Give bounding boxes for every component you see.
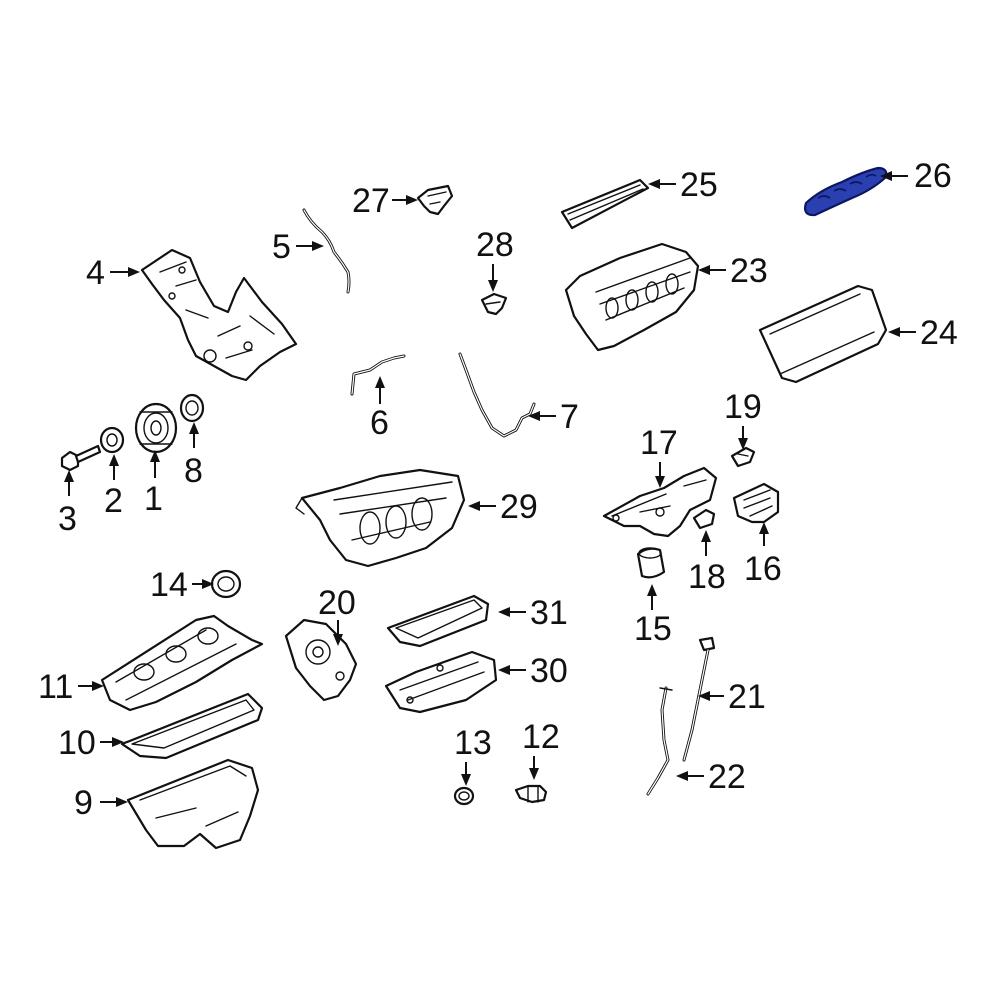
- callout-5[interactable]: 5: [272, 228, 324, 266]
- svg-text:7: 7: [560, 398, 579, 436]
- svg-text:25: 25: [680, 166, 718, 204]
- callout-24[interactable]: 24: [888, 314, 958, 352]
- svg-text:19: 19: [724, 388, 762, 426]
- part-16-oil-cooler[interactable]: [732, 482, 780, 524]
- part-3-bolt[interactable]: [60, 444, 102, 472]
- svg-text:6: 6: [370, 404, 389, 442]
- svg-text:12: 12: [522, 718, 560, 756]
- svg-text:15: 15: [634, 610, 672, 648]
- svg-text:2: 2: [104, 482, 123, 520]
- part-1-pulley[interactable]: [134, 402, 178, 454]
- part-17-housing[interactable]: [602, 466, 718, 538]
- callout-28[interactable]: 28: [476, 226, 514, 292]
- callout-19[interactable]: 19: [724, 388, 762, 450]
- svg-text:22: 22: [708, 758, 746, 796]
- svg-text:18: 18: [688, 558, 726, 596]
- svg-text:3: 3: [58, 500, 77, 538]
- svg-text:29: 29: [500, 488, 538, 526]
- svg-text:26: 26: [914, 157, 952, 195]
- callout-18[interactable]: 18: [688, 530, 726, 596]
- part-8-seal[interactable]: [179, 393, 205, 423]
- callout-16[interactable]: 16: [744, 522, 782, 588]
- callout-7[interactable]: 7: [528, 398, 579, 436]
- svg-text:27: 27: [352, 182, 390, 220]
- callout-1[interactable]: 1: [144, 450, 163, 518]
- part-23-valve-cover[interactable]: [564, 242, 700, 352]
- callout-29[interactable]: 29: [468, 488, 538, 526]
- svg-text:21: 21: [728, 678, 766, 716]
- part-24-engine-cover[interactable]: [758, 284, 888, 384]
- svg-text:14: 14: [150, 566, 188, 604]
- callout-22[interactable]: 22: [676, 758, 746, 796]
- callout-8[interactable]: 8: [184, 422, 203, 490]
- svg-text:16: 16: [744, 550, 782, 588]
- callout-30[interactable]: 30: [498, 652, 568, 690]
- svg-text:28: 28: [476, 226, 514, 264]
- part-25-cover-strip[interactable]: [560, 178, 650, 230]
- svg-text:30: 30: [530, 652, 568, 690]
- svg-text:11: 11: [38, 668, 73, 706]
- part-15-oil-filter[interactable]: [636, 547, 666, 579]
- callout-3[interactable]: 3: [58, 470, 77, 538]
- part-6-tube[interactable]: [350, 354, 406, 396]
- callout-13[interactable]: 13: [454, 724, 492, 786]
- callout-4[interactable]: 4: [86, 254, 140, 292]
- part-22-dipstick-tube[interactable]: [646, 686, 673, 796]
- part-5-gasket-wire[interactable]: [302, 208, 351, 294]
- part-29-intake-manifold[interactable]: [295, 468, 466, 568]
- svg-text:4: 4: [86, 254, 105, 292]
- part-11-bearing-girdle[interactable]: [100, 614, 264, 712]
- svg-text:20: 20: [318, 584, 356, 622]
- callout-11[interactable]: 11: [38, 668, 104, 706]
- callout-20[interactable]: 20: [318, 584, 356, 646]
- callout-12[interactable]: 12: [522, 718, 560, 780]
- callout-2[interactable]: 2: [104, 454, 123, 520]
- part-18-plug[interactable]: [692, 508, 716, 530]
- part-26-gasket-highlighted[interactable]: [803, 166, 888, 217]
- part-2-washer[interactable]: [99, 426, 125, 454]
- part-4-timing-cover[interactable]: [140, 248, 298, 382]
- callout-23[interactable]: 23: [698, 252, 768, 290]
- part-7-tube[interactable]: [458, 352, 536, 438]
- part-31-gasket[interactable]: [386, 594, 490, 648]
- callout-10[interactable]: 10: [58, 724, 124, 762]
- part-19-sensor[interactable]: [730, 446, 756, 468]
- callout-21[interactable]: 21: [698, 678, 766, 716]
- svg-text:5: 5: [272, 228, 291, 266]
- svg-text:17: 17: [640, 424, 678, 462]
- svg-text:31: 31: [530, 594, 568, 632]
- callout-25[interactable]: 25: [648, 166, 718, 204]
- part-21-dipstick[interactable]: [682, 636, 716, 762]
- svg-text:23: 23: [730, 252, 768, 290]
- callout-15[interactable]: 15: [634, 584, 672, 648]
- callout-9[interactable]: 9: [74, 784, 128, 822]
- svg-text:1: 1: [144, 480, 163, 518]
- callout-27[interactable]: 27: [352, 182, 418, 220]
- callout-6[interactable]: 6: [370, 376, 389, 442]
- svg-text:9: 9: [74, 784, 93, 822]
- callout-17[interactable]: 17: [640, 424, 678, 488]
- svg-text:10: 10: [58, 724, 96, 762]
- callout-31[interactable]: 31: [498, 594, 568, 632]
- svg-text:8: 8: [184, 452, 203, 490]
- part-12-drain-plug[interactable]: [514, 784, 548, 804]
- part-9-oil-pan[interactable]: [126, 758, 260, 850]
- part-28-breather[interactable]: [480, 292, 508, 316]
- callout-26[interactable]: 26: [880, 157, 952, 195]
- part-30-baffle[interactable]: [384, 650, 498, 714]
- svg-text:24: 24: [920, 314, 958, 352]
- part-10-oil-pan-gasket[interactable]: [120, 692, 264, 760]
- part-14-seal[interactable]: [210, 569, 242, 599]
- callout-14[interactable]: 14: [150, 566, 214, 604]
- part-27-oil-cap[interactable]: [416, 184, 454, 216]
- part-20-oil-pump[interactable]: [284, 618, 358, 702]
- part-13-o-ring[interactable]: [453, 786, 475, 806]
- svg-text:13: 13: [454, 724, 492, 762]
